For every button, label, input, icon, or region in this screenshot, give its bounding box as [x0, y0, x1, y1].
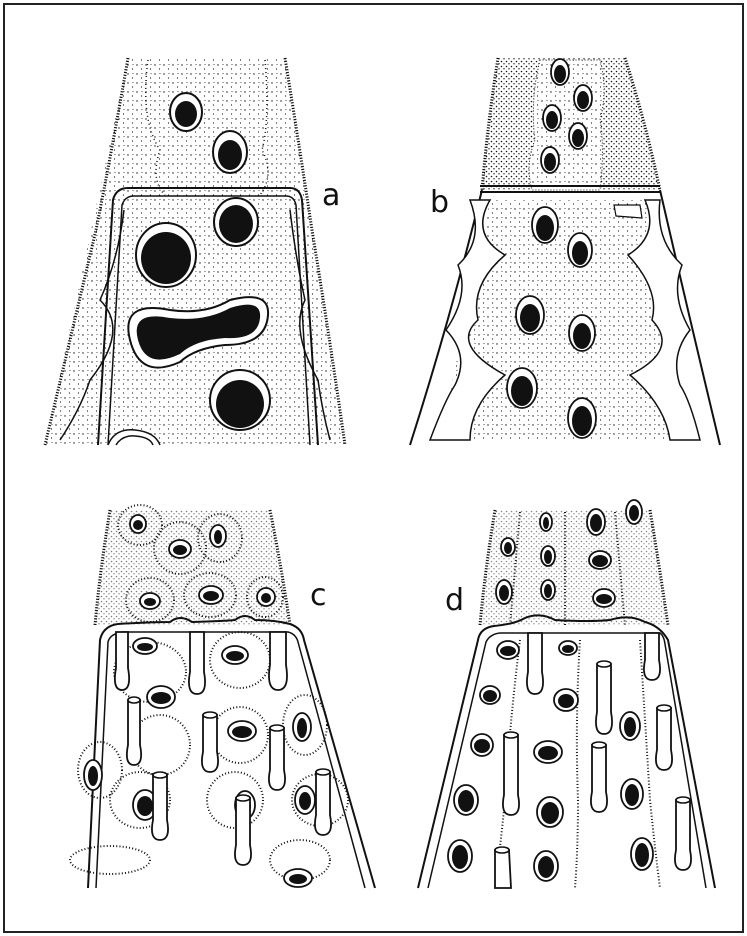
nucleus — [569, 315, 595, 351]
panel-label-b: b — [430, 185, 449, 220]
nucleus — [574, 85, 592, 111]
nucleus — [543, 105, 561, 131]
panel-label-a: a — [322, 178, 340, 213]
nucleus — [568, 233, 592, 267]
nucleus — [507, 368, 537, 408]
nucleus — [516, 296, 544, 334]
nucleus — [532, 207, 558, 243]
panel-label-d: d — [445, 583, 464, 618]
nucleus — [170, 93, 202, 131]
nucleus — [210, 370, 270, 430]
nucleus — [136, 223, 196, 287]
nucleus — [541, 147, 559, 173]
panel-label-c: c — [310, 578, 327, 613]
nucleus — [569, 123, 587, 149]
nucleus — [568, 398, 596, 438]
nucleus — [214, 198, 258, 246]
nucleus — [213, 131, 247, 173]
nucleus — [551, 59, 569, 85]
